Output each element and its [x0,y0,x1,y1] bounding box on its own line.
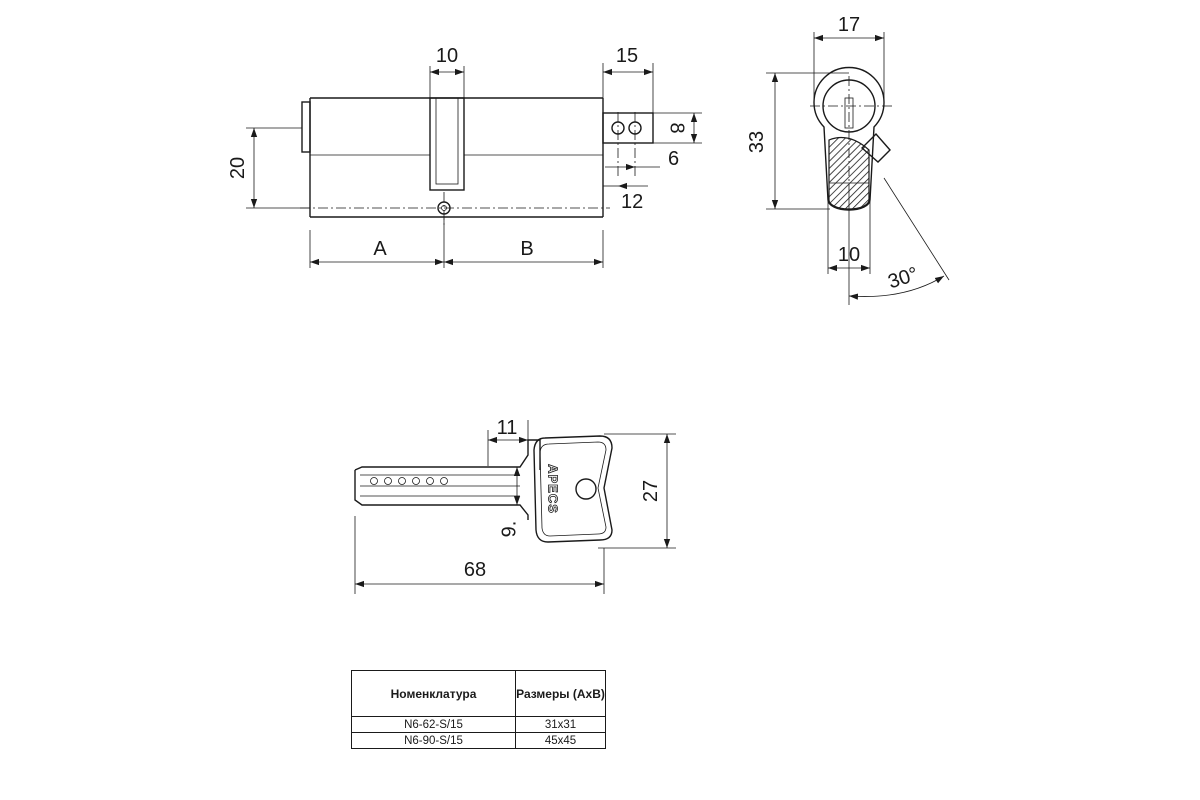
key-head: APECS [533,435,613,543]
column-header-nomenclature: Номенклатура [351,670,516,717]
dimension-label-33: 33 [746,131,768,153]
dimension-label-9: 9. [498,521,520,538]
dimension-17: 17 [813,14,885,106]
table-cell-model: N6-62-S/15 [351,716,516,733]
cylinder-tail-plate [602,112,654,178]
key-brand-logo: APECS [546,464,561,514]
dimension-label-11: 11 [497,417,518,439]
key-view: APECS 11 9. 27 68 [354,417,676,594]
dimension-label-17: 17 [838,14,860,36]
table-header-row: Номенклатура Размеры (АхВ) [351,670,606,717]
dimension-label-8: 8 [666,122,688,133]
dimension-label-68: 68 [464,559,486,581]
dimension-label-6: 6 [668,148,679,170]
dimension-10: 10 [429,45,465,98]
dimension-label-a: A [373,238,387,260]
key-blade [354,439,541,520]
specification-table: Номенклатура Размеры (АхВ) N6-62-S/15 31… [351,670,606,749]
dimension-key-68: 68 [354,516,605,594]
dimension-a-b: A B [309,216,604,268]
dimension-key-27: 27 [598,433,676,549]
dimension-label-b: B [520,238,533,260]
dimension-key-11: 11 [487,417,529,466]
cylinder-front-view: 10 15 20 8 6 [227,45,702,268]
dimension-20: 20 [227,127,310,209]
dimension-label-15: 15 [616,45,638,67]
table-row: N6-62-S/15 31x31 [351,716,606,733]
table-row: N6-90-S/15 45x45 [351,732,606,749]
dimension-label-10: 10 [436,45,458,67]
dimension-label-12: 12 [621,191,643,213]
column-header-dimensions: Размеры (АхВ) [515,670,606,717]
cylinder-profile [810,66,892,211]
dimension-8: 8 [653,112,702,144]
dimension-label-27: 27 [640,480,662,502]
dimension-label-20: 20 [227,157,249,179]
dimension-key-9: 9. [498,467,520,537]
cylinder-side-view: 17 33 10 30° [746,14,950,305]
dimension-6: 6 [605,148,679,171]
key-dimples [370,477,448,485]
table-cell-size: 45x45 [515,732,606,749]
cylinder-body [300,97,610,228]
table-cell-model: N6-90-S/15 [351,732,516,749]
table-cell-size: 31x31 [515,716,606,733]
dimension-12: 12 [603,182,648,213]
dimension-33: 33 [746,72,849,210]
dimension-15: 15 [602,45,654,113]
